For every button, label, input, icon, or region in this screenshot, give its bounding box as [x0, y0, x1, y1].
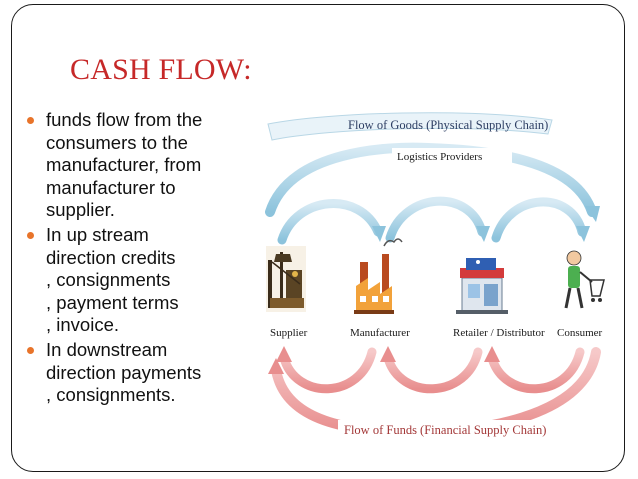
arrowhead-icon [268, 358, 284, 374]
node-label-supplier: Supplier [270, 327, 308, 339]
bullet-line: , consignments [46, 269, 171, 291]
consumer-icon [564, 250, 605, 309]
supplier-icon [266, 246, 306, 312]
funds-flow-banner-text: Flow of Funds (Financial Supply Chain) [344, 423, 546, 437]
arrowhead-icon [576, 226, 590, 242]
bullet-dot-icon [27, 346, 34, 354]
slide-frame [11, 4, 625, 472]
node-label-retailer: Retailer / Distributor [453, 327, 545, 339]
logistics-label: Logistics Providers [397, 151, 482, 163]
retailer-icon [456, 258, 508, 314]
logistics-arc: Logistics Providers [265, 142, 600, 222]
bullet-line: In up stream [46, 223, 149, 245]
funds-flow-banner: Flow of Funds (Financial Supply Chain) [338, 420, 546, 438]
goods-flow-banner-text: Flow of Goods (Physical Supply Chain) [348, 118, 548, 132]
bullet-item: In up stream direction credits , consign… [24, 224, 252, 337]
arrowhead-icon [372, 226, 386, 242]
bullet-line: consumers to the [46, 131, 188, 153]
bullet-list: funds flow from the consumers to the man… [24, 109, 252, 409]
manufacturer-icon [354, 238, 403, 314]
arrowhead-icon [585, 206, 600, 222]
node-label-manufacturer: Manufacturer [350, 327, 410, 339]
arrowhead-icon [476, 226, 490, 242]
funds-arcs [268, 346, 601, 438]
bullet-line: manufacturer to [46, 176, 176, 198]
node-label-consumer: Consumer [557, 327, 603, 339]
arrowhead-icon [484, 346, 500, 362]
bullet-line: funds flow from the [46, 109, 203, 130]
bullet-line: , invoice. [46, 314, 120, 336]
bullet-line: supplier. [46, 199, 115, 221]
goods-arcs [277, 196, 590, 245]
goods-flow-banner: Flow of Goods (Physical Supply Chain) [267, 112, 553, 141]
bullet-line: direction credits [46, 246, 176, 268]
bullet-line: , consignments. [46, 384, 176, 406]
slide-title: CASH FLOW: [70, 53, 252, 86]
bullet-dot-icon [27, 231, 34, 239]
bullet-dot-icon [27, 117, 34, 124]
bullet-line: In downstream [46, 338, 168, 360]
bullet-line: manufacturer, from [46, 154, 202, 176]
bullet-item: funds flow from the consumers to the man… [24, 109, 252, 222]
bullet-line: , payment terms [46, 291, 179, 313]
bullet-line: direction payments [46, 361, 202, 383]
arrowhead-icon [380, 346, 396, 362]
arrowhead-icon [276, 346, 292, 362]
bullet-item: In downstream direction payments , consi… [24, 339, 252, 407]
